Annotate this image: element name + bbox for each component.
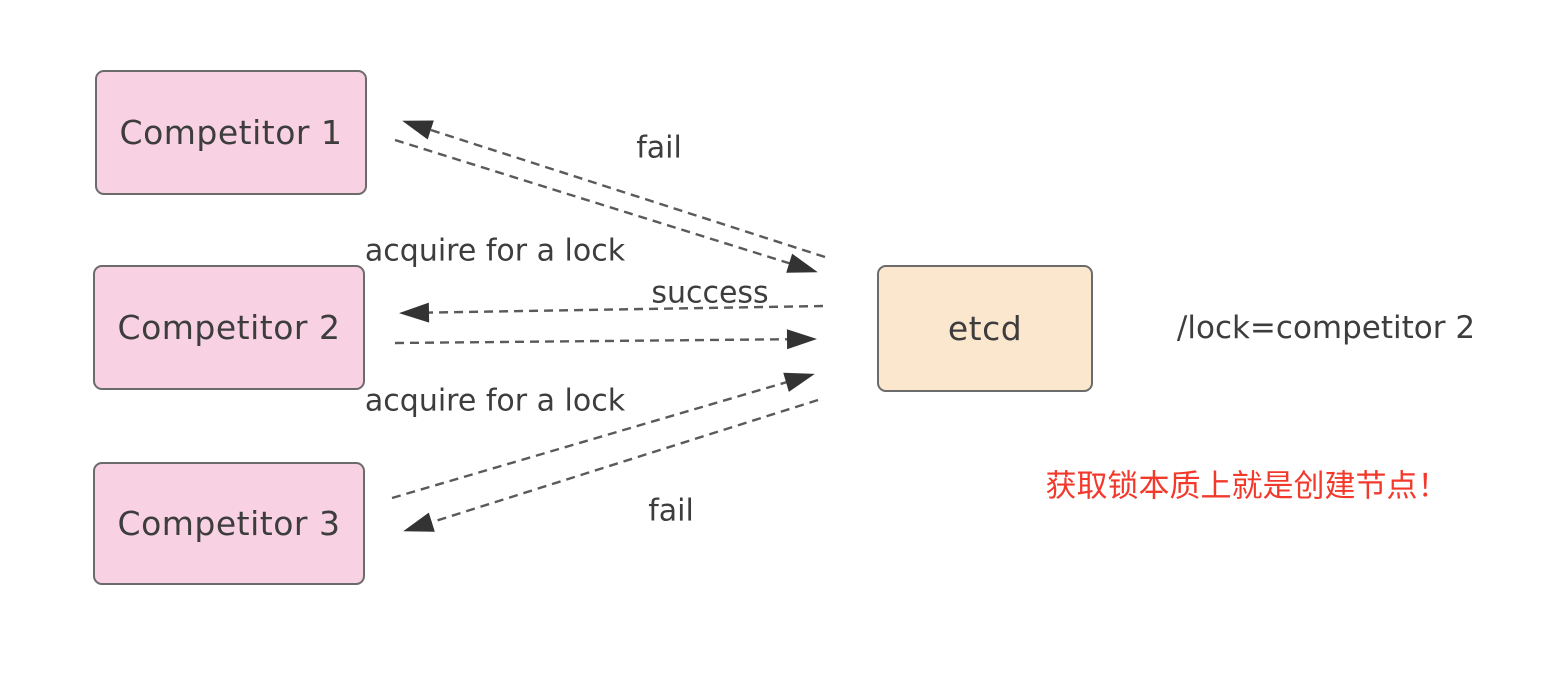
node-competitor-3-label: Competitor 3 — [117, 504, 341, 543]
lock-key-value-text: /lock=competitor 2 — [1176, 310, 1476, 346]
node-etcd-label: etcd — [947, 309, 1023, 348]
edge-label-acquire-top: acquire for a lock — [364, 233, 626, 269]
node-etcd: etcd — [877, 265, 1093, 392]
annotation-text: 获取锁本质上就是创建节点！ — [1045, 468, 1449, 505]
node-competitor-1: Competitor 1 — [95, 70, 367, 195]
edge-label-success-competitor-2: success — [651, 275, 769, 311]
node-competitor-3: Competitor 3 — [93, 462, 365, 585]
node-competitor-2: Competitor 2 — [93, 265, 365, 390]
arrow-fail-to-competitor-3 — [403, 398, 819, 532]
node-competitor-1-label: Competitor 1 — [119, 113, 343, 152]
edge-label-fail-competitor-3: fail — [648, 493, 694, 529]
node-competitor-2-label: Competitor 2 — [117, 308, 341, 347]
edge-label-fail-competitor-1: fail — [636, 130, 682, 166]
arrow-acquire-from-competitor-2 — [394, 329, 817, 350]
edge-label-acquire-bottom: acquire for a lock — [364, 383, 626, 419]
